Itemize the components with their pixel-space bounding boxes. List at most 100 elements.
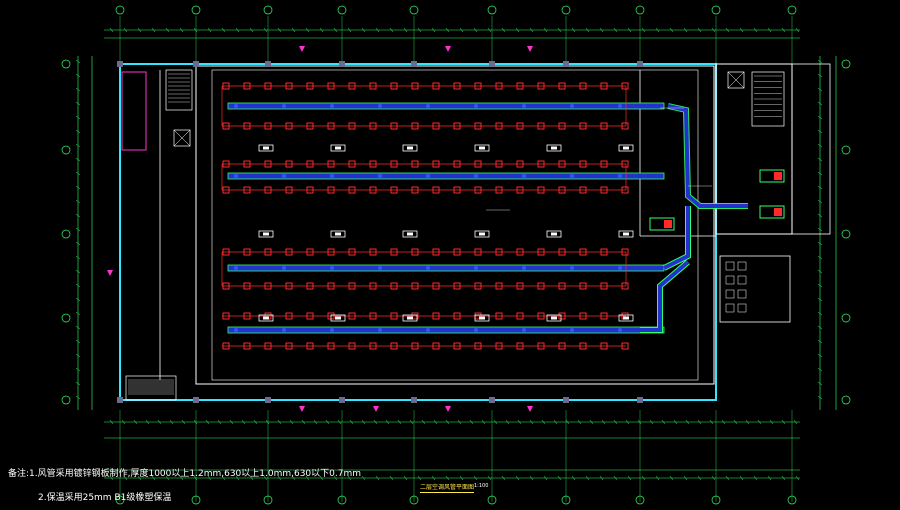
section-tag <box>299 406 305 412</box>
return-grille-icon <box>402 314 418 322</box>
air-diffuser-icon <box>243 312 251 320</box>
axis-bubble-icon <box>115 5 125 15</box>
dimension-tick <box>669 475 674 481</box>
air-diffuser-icon <box>348 312 356 320</box>
column <box>193 61 199 67</box>
air-diffuser-icon <box>411 342 419 350</box>
return-grille-icon <box>330 230 346 238</box>
air-diffuser-icon <box>600 312 608 320</box>
dimension-tick <box>565 419 570 425</box>
dimension-tick <box>217 419 222 425</box>
return-grille-core <box>407 146 413 150</box>
air-diffuser-icon <box>306 82 314 90</box>
dimension-tick <box>817 367 823 372</box>
dimension-tick <box>641 475 646 481</box>
dimension-tick <box>683 27 688 33</box>
return-grille-icon <box>546 230 562 238</box>
air-diffuser-icon <box>264 342 272 350</box>
duct-icon <box>227 172 665 180</box>
return-grille-icon <box>546 144 562 152</box>
annotation-tags <box>107 46 712 412</box>
column <box>637 61 643 67</box>
dimension-tick <box>711 27 716 33</box>
air-diffuser-icon <box>243 160 251 168</box>
dimension-tick <box>75 129 81 134</box>
axis-bubble-icon <box>263 5 273 15</box>
air-diffuser-icon <box>558 82 566 90</box>
dimension-tick <box>75 353 81 358</box>
return-grille-core <box>407 232 413 236</box>
dimension-tick <box>165 475 170 481</box>
design-note-2: 2.保温采用25mm B1级橡塑保温 <box>38 493 172 503</box>
dimension-tick <box>207 475 212 481</box>
axis-bubble-icon <box>487 5 497 15</box>
dimension-tick <box>571 475 576 481</box>
dimension-tick <box>685 419 690 425</box>
air-diffuser-icon <box>495 82 503 90</box>
air-diffuser-icon <box>348 160 356 168</box>
air-diffuser-icon <box>537 186 545 194</box>
section-tag <box>107 270 113 276</box>
dimension-tick <box>319 475 324 481</box>
dimension-tick <box>781 419 786 425</box>
air-diffuser-icon <box>621 186 629 194</box>
dimension-tick <box>123 475 128 481</box>
air-diffuser-icon <box>285 282 293 290</box>
dimension-tick <box>75 171 81 176</box>
air-diffuser-icon <box>621 82 629 90</box>
air-diffuser-icon <box>453 312 461 320</box>
duct-joint <box>570 266 574 270</box>
dimension-tick <box>725 27 730 33</box>
return-grille-core <box>407 316 413 320</box>
dimension-tick <box>249 27 254 33</box>
air-diffuser-icon <box>390 186 398 194</box>
air-diffuser-icon <box>432 342 440 350</box>
air-diffuser-icon <box>390 82 398 90</box>
axis-bubble-icon <box>711 495 721 505</box>
dimension-tick <box>627 475 632 481</box>
dimension-tick <box>403 27 408 33</box>
air-diffuser-icon <box>432 160 440 168</box>
air-diffuser-icon <box>495 248 503 256</box>
dimension-tick <box>235 27 240 33</box>
air-diffuser-icon <box>453 186 461 194</box>
dimension-tick <box>75 87 81 92</box>
air-diffuser-icon <box>432 248 440 256</box>
air-diffuser-icon <box>306 160 314 168</box>
dimension-tick <box>817 87 823 92</box>
air-diffuser-icon <box>474 282 482 290</box>
fixture <box>737 275 747 285</box>
dimension-tick <box>75 115 81 120</box>
dimension-tick <box>817 311 823 316</box>
air-diffuser-icon <box>243 248 251 256</box>
air-diffuser-icon <box>453 122 461 130</box>
dimension-tick <box>673 419 678 425</box>
air-diffuser-icon <box>453 82 461 90</box>
dimension-tick <box>333 475 338 481</box>
dimension-tick <box>263 475 268 481</box>
air-diffuser-icon <box>222 312 230 320</box>
dimension-tick <box>501 27 506 33</box>
dimension-tick <box>325 419 330 425</box>
dimension-tick <box>75 339 81 344</box>
section-tag <box>445 406 451 412</box>
dimension-tick <box>133 419 138 425</box>
air-diffuser-icon <box>558 282 566 290</box>
section-tag <box>527 406 533 412</box>
air-diffuser-icon <box>285 122 293 130</box>
return-grille-icon <box>474 144 490 152</box>
air-handler <box>759 169 785 183</box>
dimension-tick <box>817 297 823 302</box>
axis-bubble-icon <box>635 495 645 505</box>
dimension-tick <box>229 419 234 425</box>
dimension-tick <box>373 419 378 425</box>
dimension-tick <box>75 269 81 274</box>
air-diffuser-icon <box>390 122 398 130</box>
dimension-tick <box>241 419 246 425</box>
air-diffuser-icon <box>474 82 482 90</box>
return-grille-icon <box>618 144 634 152</box>
main-duct <box>667 103 748 209</box>
air-handler <box>649 217 675 231</box>
dimension-tick <box>289 419 294 425</box>
air-diffuser-icon <box>222 282 230 290</box>
